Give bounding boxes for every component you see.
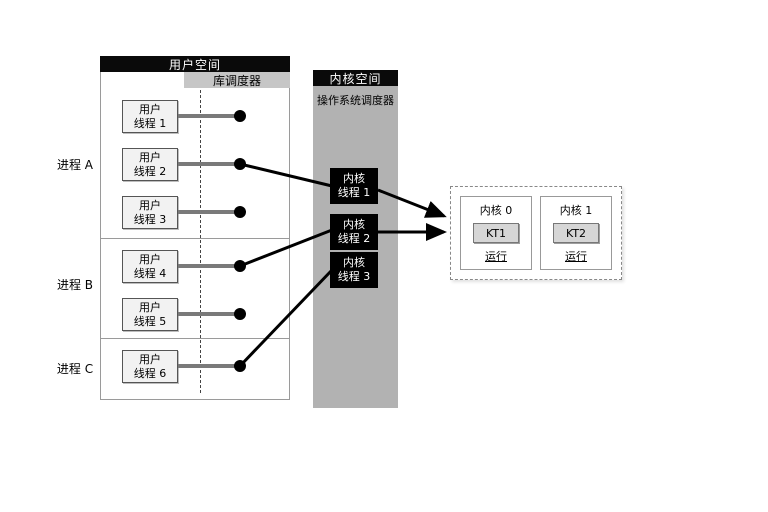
- kernel-thread-2: 内核 线程 2: [330, 214, 378, 250]
- core-1-label: 内核 1: [559, 204, 593, 217]
- os-scheduler-label: 操作系统调度器: [317, 94, 394, 107]
- process-b-label: 进程 B: [56, 278, 94, 292]
- kernel-space-header: 内核空间: [313, 70, 398, 86]
- library-scheduler-label: 库调度器: [212, 73, 261, 88]
- user-thread-2: 用户 线程 2: [122, 148, 178, 181]
- core-0-thread-box: KT1: [473, 223, 519, 243]
- process-c-label: 进程 C: [56, 362, 94, 376]
- process-separator-1: [100, 238, 290, 239]
- user-thread-6: 用户 线程 6: [122, 350, 178, 383]
- user-thread-3: 用户 线程 3: [122, 196, 178, 229]
- kernel-thread-1: 内核 线程 1: [330, 168, 378, 204]
- process-a-label: 进程 A: [56, 158, 94, 172]
- scheduler-dashed-line: [200, 90, 201, 393]
- core-0-label: 内核 0: [479, 204, 513, 217]
- core-1-thread-box: KT2: [553, 223, 599, 243]
- kernel-thread-3: 内核 线程 3: [330, 252, 378, 288]
- user-space-header: 用户空间: [100, 56, 290, 72]
- user-thread-1: 用户 线程 1: [122, 100, 178, 133]
- user-space-title: 用户空间: [168, 57, 221, 72]
- core-1-status: 运行: [565, 250, 587, 263]
- process-separator-2: [100, 338, 290, 339]
- user-thread-4: 用户 线程 4: [122, 250, 178, 283]
- core-0-status: 运行: [485, 250, 507, 263]
- kernel-space-title: 内核空间: [329, 71, 382, 86]
- library-scheduler-bar: 库调度器: [184, 72, 290, 88]
- core-0: 内核 0 KT1 运行: [460, 196, 532, 270]
- core-1: 内核 1 KT2 运行: [540, 196, 612, 270]
- user-thread-5: 用户 线程 5: [122, 298, 178, 331]
